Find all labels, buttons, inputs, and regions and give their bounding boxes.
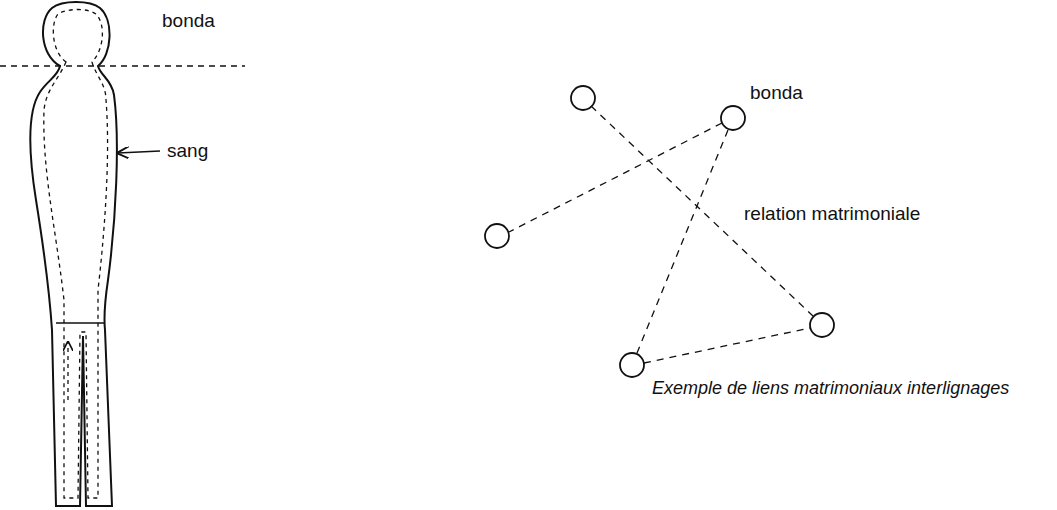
blood-outline [44,10,108,499]
part-label: sang [165,140,210,163]
flow-arrow [67,342,68,400]
part-label: bonda [160,10,217,33]
part-label: bonda [748,82,805,105]
lineage-graph [485,86,834,377]
edge-label: relation matrimoniale [742,203,922,226]
neck-line [0,65,245,66]
hip-line [56,322,104,324]
body-outline [30,2,116,506]
leader-arrow [118,151,160,153]
caption: Exemple de liens matrimoniaux interligna… [652,378,1009,400]
